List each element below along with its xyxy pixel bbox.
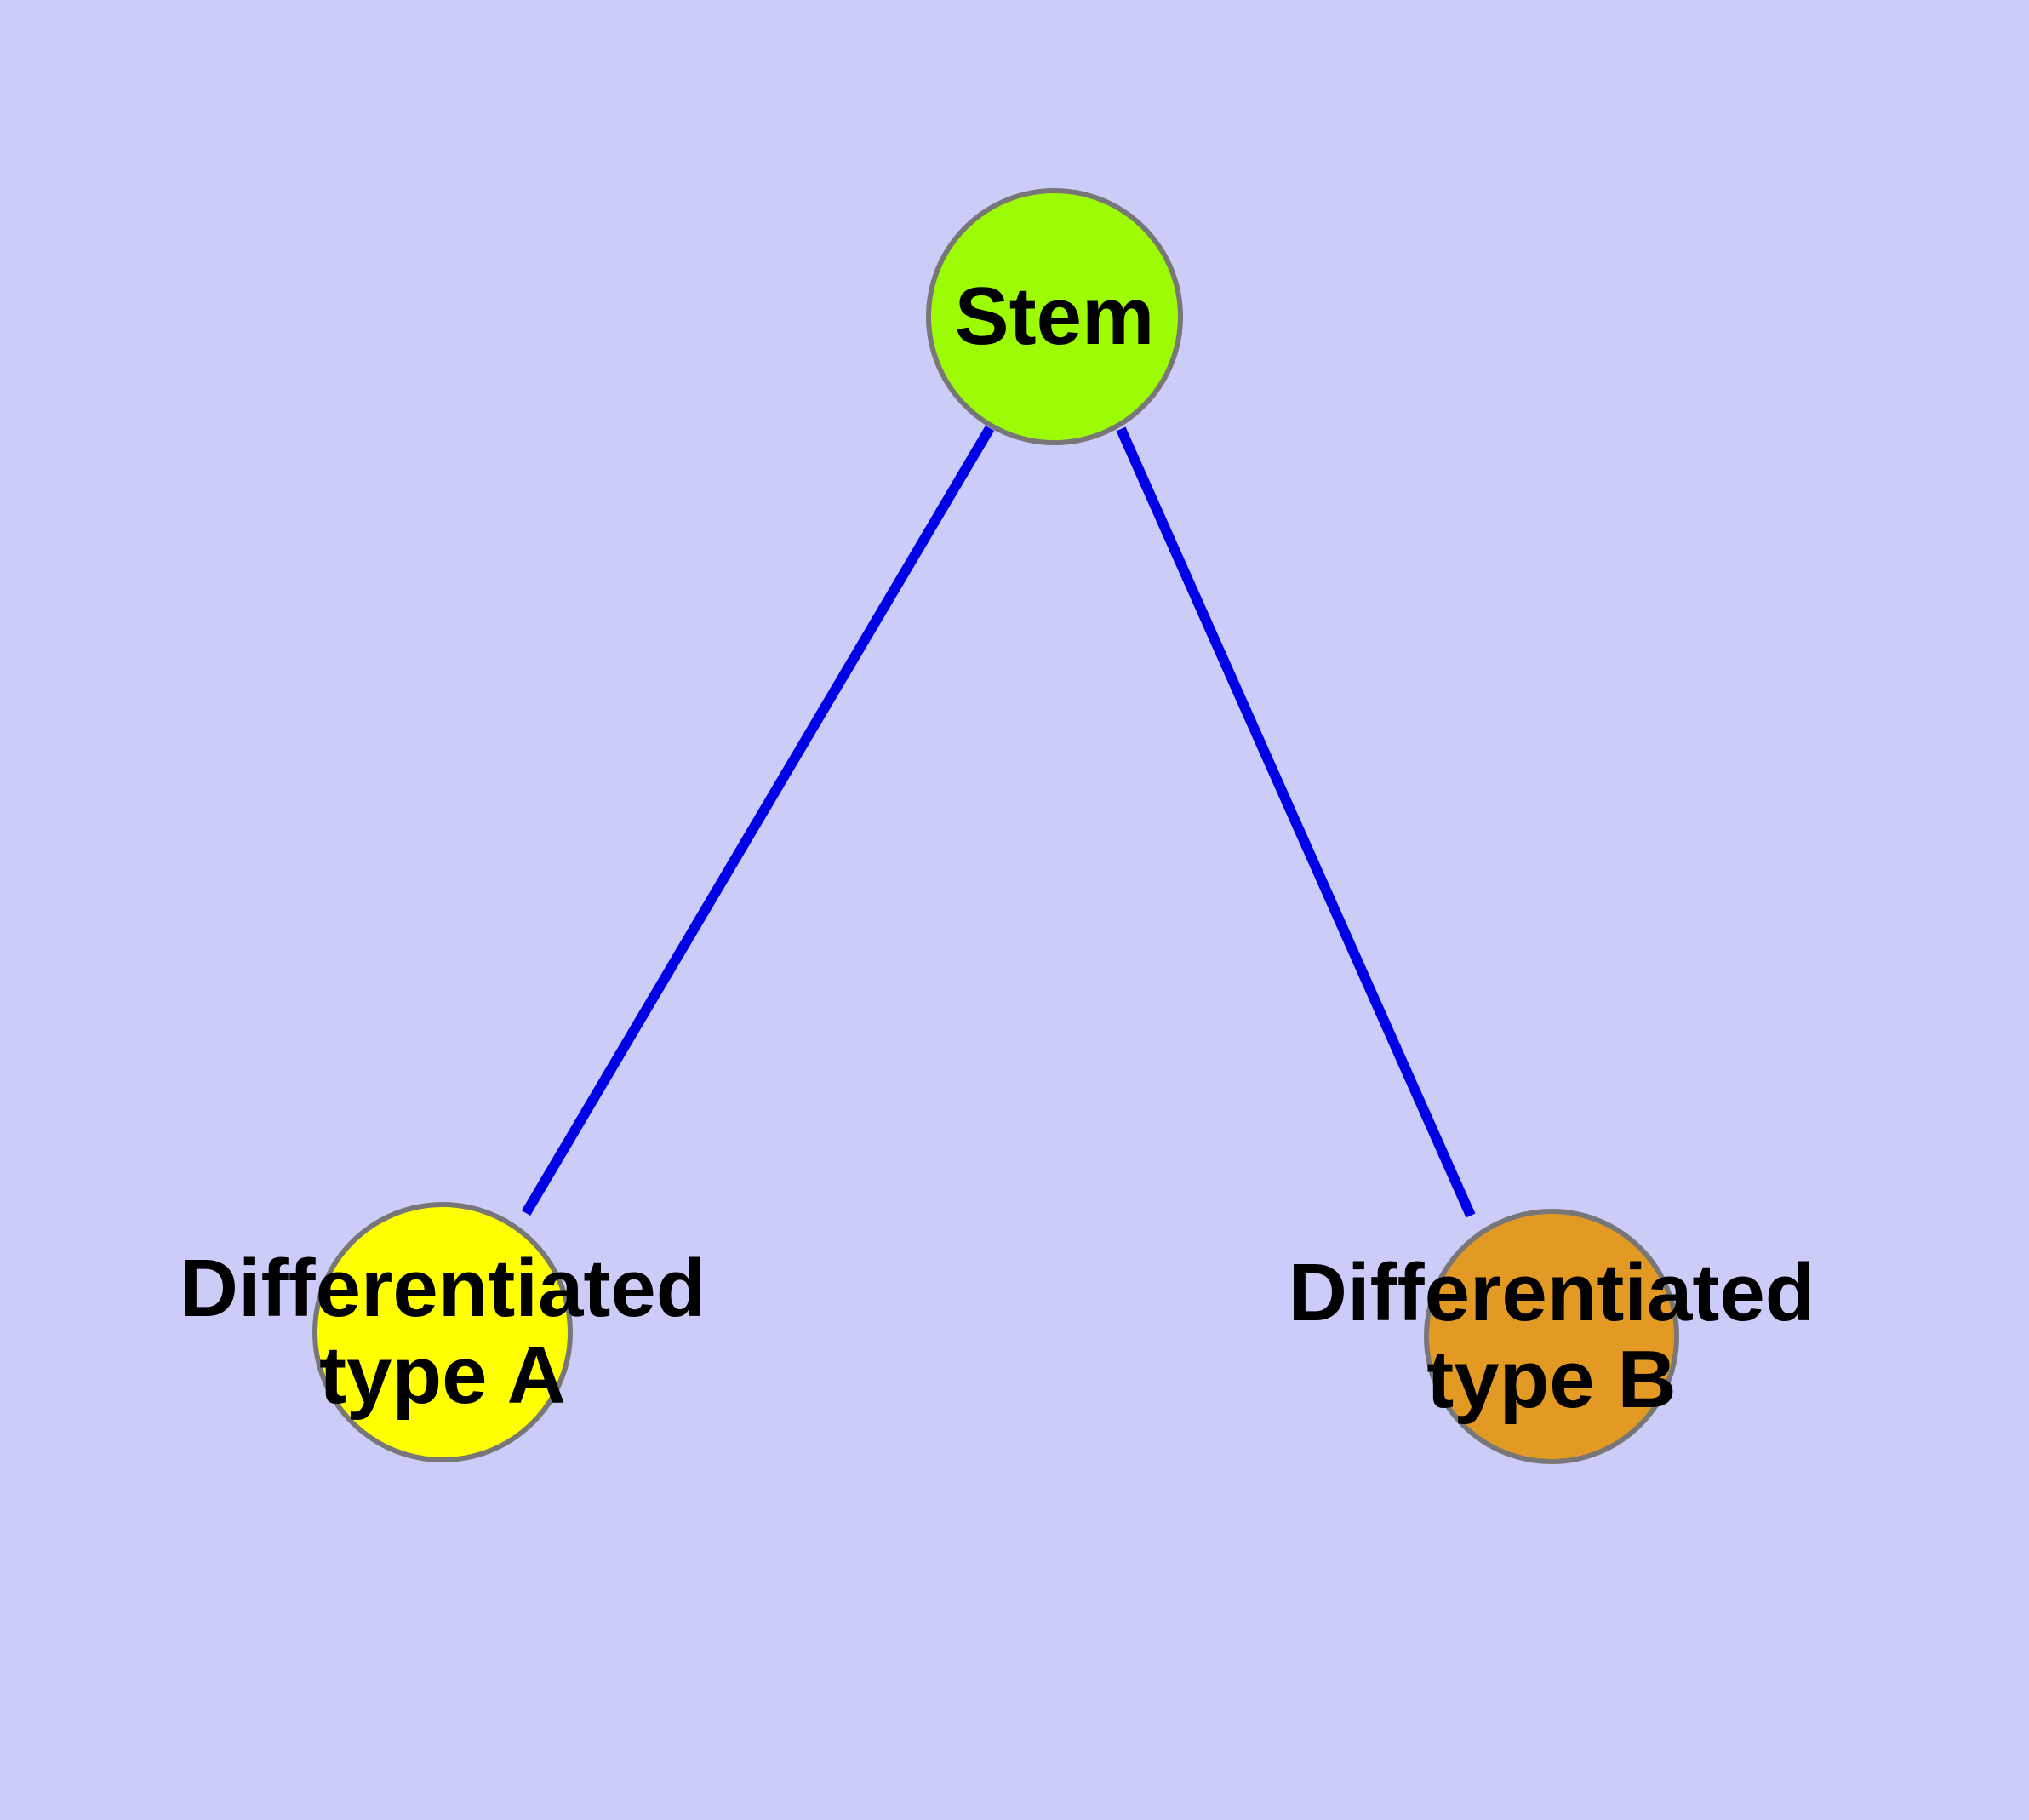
- node-stem[interactable]: [926, 188, 1183, 445]
- edge-stem-to-diff-b: [1116, 426, 1476, 1218]
- node-differentiated-type-b[interactable]: [1424, 1209, 1679, 1464]
- edge-stem-to-diff-a: [521, 425, 995, 1216]
- node-differentiated-type-a[interactable]: [312, 1202, 573, 1462]
